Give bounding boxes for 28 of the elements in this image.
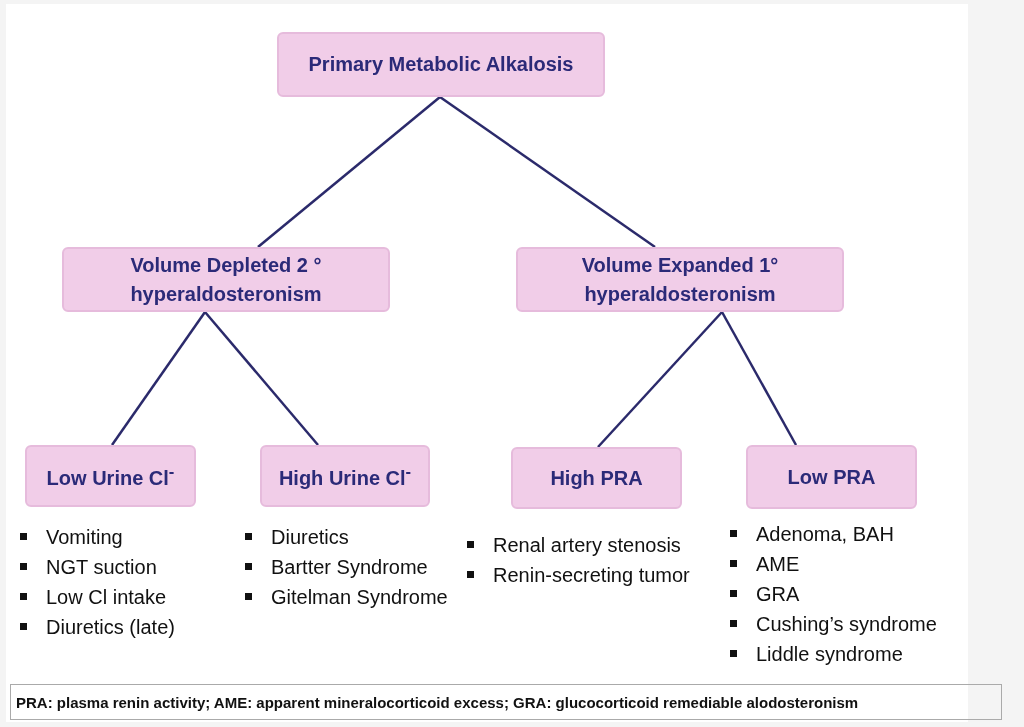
bullet-item: Cushing’s syndrome	[730, 609, 937, 639]
bullet-item: Diuretics	[245, 522, 448, 552]
bullet-item: Gitelman Syndrome	[245, 582, 448, 612]
category-box: Low Urine Cl$^{-}$	[25, 445, 196, 507]
category-box: High PRA	[511, 447, 682, 509]
connector-line	[204, 311, 319, 446]
category-box: Volume Expanded 1° hyperaldosteronism	[516, 247, 844, 312]
bullet-item: Low Cl intake	[20, 582, 175, 612]
bullet-item: Adenoma, BAH	[730, 519, 937, 549]
category-box: Low PRA	[746, 445, 917, 509]
bullet-item: AME	[730, 549, 937, 579]
category-box: Primary Metabolic Alkalosis	[277, 32, 605, 97]
connector-line	[720, 311, 798, 446]
category-box: Volume Depleted 2 ° hyperaldosteronism	[62, 247, 390, 312]
bullet-item: Liddle syndrome	[730, 639, 937, 669]
bullet-item: Diuretics (late)	[20, 612, 175, 642]
bullet-item: NGT suction	[20, 552, 175, 582]
bullet-item: Bartter Syndrome	[245, 552, 448, 582]
category-box: High Urine Cl$^{-}$	[260, 445, 430, 507]
bullet-item: GRA	[730, 579, 937, 609]
connector-line	[597, 311, 723, 448]
connector-line	[439, 95, 656, 249]
connector-line	[110, 311, 207, 446]
abbreviation-note: PRA: plasma renin activity; AME: apparent mineralocorticoid excess; GRA: glucocorticoid remediable alodosteronism	[10, 684, 1002, 720]
bullet-item: Renin-secreting tumor	[467, 560, 690, 590]
bullet-item: Renal artery stenosis	[467, 530, 690, 560]
bullet-item: Vomiting	[20, 522, 175, 552]
connector-line	[257, 96, 441, 248]
